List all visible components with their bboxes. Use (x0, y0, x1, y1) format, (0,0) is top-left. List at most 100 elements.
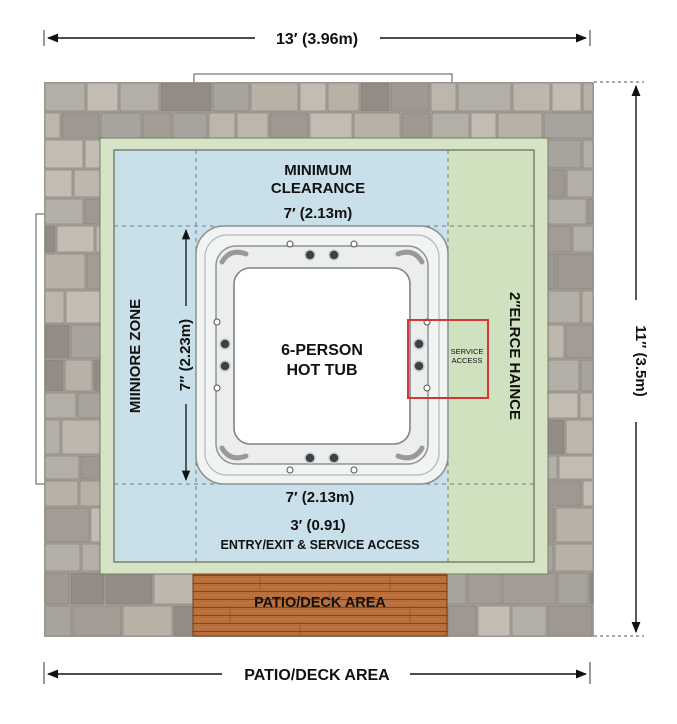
paver-stone (236, 112, 269, 139)
paver-stone (61, 112, 100, 139)
jet-icon (413, 360, 425, 372)
paver-stone (580, 359, 594, 392)
paver-stone (512, 82, 551, 112)
jet-icon (304, 249, 316, 261)
patio-deck-label: PATIO/DECK AREA (254, 595, 386, 611)
paver-stone (467, 572, 502, 605)
paver-stone (44, 543, 81, 572)
paver-stone (579, 392, 594, 419)
right-dimension-label: 11″ (3.5m) (632, 325, 649, 396)
paver-stone (250, 82, 299, 112)
paver-stone (430, 82, 457, 112)
jet-icon (286, 240, 294, 248)
paver-stone (360, 82, 390, 112)
patio-deck (192, 573, 448, 637)
clearance-outline (113, 149, 535, 563)
paver-stone (44, 359, 64, 392)
paver-stone (470, 112, 497, 139)
paver-stone (44, 82, 86, 112)
paver-stone (44, 324, 70, 359)
paver-stone (44, 455, 80, 480)
top-inner-dimension: 7′ (2.13m) (284, 205, 353, 222)
right-dimension: 11″ (3.5m) (594, 81, 649, 637)
paver-stone (554, 543, 594, 572)
paver-stone (547, 605, 593, 637)
hot-tub: 6-PERSON HOT TUB (195, 225, 449, 485)
paver-stone (105, 572, 153, 605)
right-zone-label: 2″ELRCE HAINCE (506, 292, 523, 420)
service-clearance-zone (448, 150, 534, 562)
paver-stone (390, 82, 430, 112)
paver-stone (86, 82, 119, 112)
paver-stone (44, 480, 79, 507)
paver-stone (122, 605, 173, 637)
jet-icon (213, 318, 221, 326)
jet-icon (328, 452, 340, 464)
paver-stone (172, 112, 208, 139)
paver-stone (73, 169, 101, 198)
deck-board-joints (229, 574, 411, 636)
paver-stone (431, 112, 470, 139)
hot-tub-basin (233, 267, 411, 445)
paver-stone (565, 419, 594, 455)
paver-stone (447, 605, 477, 637)
paver-stone (353, 112, 401, 139)
paver-stone (511, 605, 547, 637)
paver-stone (44, 290, 65, 324)
paver-stone (44, 169, 73, 198)
paver-stone (208, 112, 236, 139)
bottom-inner-dimension: 7′ (2.13m) (286, 489, 355, 506)
paver-stone (587, 198, 594, 225)
paver-stone (477, 605, 511, 637)
entry-access-label: ENTRY/EXIT & SERVICE ACCESS (221, 538, 420, 552)
paver-stone (572, 225, 594, 253)
paver-stone (565, 324, 594, 359)
jet-icon (219, 338, 231, 350)
hot-tub-rim (204, 234, 440, 476)
paver-stone (44, 572, 70, 605)
paver-stone (119, 82, 160, 112)
jet-icon (286, 466, 294, 474)
paver-stone (582, 139, 594, 169)
paver-stone (497, 112, 543, 139)
paver-stone (582, 82, 594, 112)
paver-stone (44, 253, 86, 290)
hot-tub-label-line1: 6-PERSON (281, 342, 363, 359)
jet-icon (423, 384, 431, 392)
paver-stone (327, 82, 360, 112)
bottom-clearance-dimension: 3′ (0.91) (290, 517, 345, 534)
paver-stone (558, 455, 594, 480)
paver-stone (100, 112, 142, 139)
paver-stone (44, 507, 90, 543)
paver-stone (309, 112, 353, 139)
service-label-line1: SERVICE (451, 347, 484, 356)
paver-stone (557, 572, 589, 605)
paver-stone (142, 112, 172, 139)
paver-stone (72, 605, 122, 637)
top-dimension: 13′ (3.96m) (43, 30, 591, 48)
paver-stone (70, 324, 104, 359)
paver-stone (502, 572, 557, 605)
jet-icon (350, 466, 358, 474)
paver-stone (544, 392, 579, 419)
paver-stone (44, 139, 84, 169)
paver-stone (543, 112, 594, 139)
paver-stone (589, 572, 594, 605)
paver-stone (212, 82, 250, 112)
clearance-label: CLEARANCE (271, 180, 365, 197)
left-inner-dimension: 7″ (2.23m) (177, 319, 194, 391)
left-inner-label-bg (176, 306, 196, 404)
jet-icon (213, 384, 221, 392)
paver-stone (555, 507, 594, 543)
top-dimension-label: 13′ (3.96m) (276, 31, 358, 48)
jet-icon (219, 360, 231, 372)
hot-tub-label-line2: HOT TUB (286, 362, 357, 379)
paver-stone (44, 419, 61, 455)
paver-stone (556, 253, 594, 290)
minimum-label: MINIMUM (284, 162, 352, 179)
paver-stone (544, 290, 581, 324)
paver-stone (160, 82, 212, 112)
left-zone-label: MIINIORE ZONE (127, 299, 144, 413)
paver-stone (44, 605, 72, 637)
